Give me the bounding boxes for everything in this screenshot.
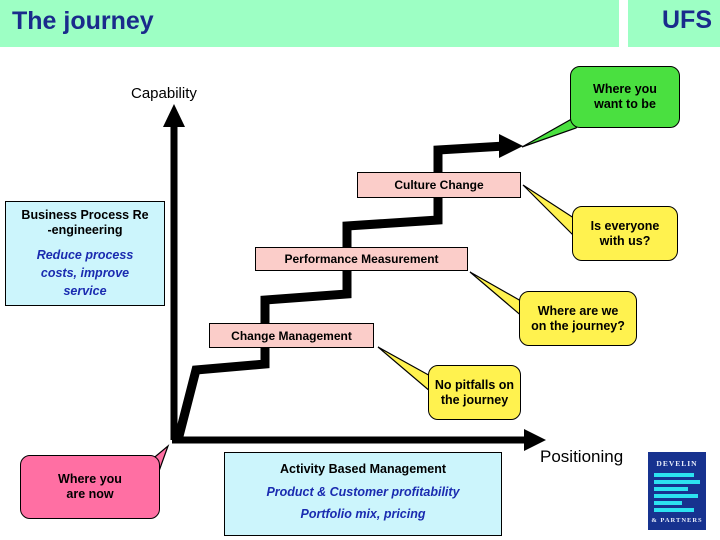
info-box-title: Business Process Re -engineering xyxy=(21,208,148,238)
callout-tail-no-pitfalls xyxy=(377,346,435,394)
info-box-title: Activity Based Management xyxy=(279,461,447,476)
brand-box xyxy=(628,0,720,47)
info-box-business-process-reengineering[interactable]: Business Process Re -engineering Reduce … xyxy=(5,201,165,306)
step-box-change-management[interactable]: Change Management xyxy=(209,323,374,348)
page-title: The journey xyxy=(12,7,154,35)
callout-line-2: are now xyxy=(66,487,114,501)
info-sub-line-1: Reduce process xyxy=(36,247,134,262)
callout-line-2: want to be xyxy=(594,97,656,111)
callout-is-everyone-with-us[interactable]: Is everyone with us? xyxy=(572,206,678,261)
info-sub-line-2: Portfolio mix, pricing xyxy=(300,506,426,521)
logo-bottom-word: & PARTNERS xyxy=(651,517,703,524)
develin-partners-logo: DEVELIN & PARTNERS xyxy=(648,452,706,530)
callout-where-you-want-to-be[interactable]: Where you want to be xyxy=(570,66,680,128)
y-axis-label: Capability xyxy=(131,85,197,102)
step-label: Culture Change xyxy=(394,178,484,192)
info-box-subtitle: Reduce process costs, improve service xyxy=(37,246,134,300)
brand-label: UFS xyxy=(662,6,712,34)
callout-where-you-are-now[interactable]: Where you are now xyxy=(20,455,160,519)
logo-top-word: DEVELIN xyxy=(656,459,698,468)
info-sub-line-1: Product & Customer profitability xyxy=(266,484,460,499)
info-title-line-2: -engineering xyxy=(47,222,123,237)
x-axis-label: Positioning xyxy=(540,447,624,466)
header-bar xyxy=(0,0,619,47)
callout-line-1: Where you xyxy=(58,472,122,486)
callout-line-1: Where are we xyxy=(537,303,619,318)
callout-line-2: on the journey? xyxy=(531,318,625,333)
x-axis xyxy=(172,429,546,451)
info-title-line-1: Business Process Re xyxy=(21,207,149,222)
info-box-activity-based-management[interactable]: Activity Based Management Product & Cust… xyxy=(224,452,502,536)
callout-no-pitfalls-on-the-journey[interactable]: No pitfalls on the journey xyxy=(428,365,521,420)
step-label: Performance Measurement xyxy=(284,252,439,266)
step-box-culture-change[interactable]: Culture Change xyxy=(357,172,521,198)
info-sub-line-2: costs, improve xyxy=(40,265,130,280)
callout-line-1: Where you xyxy=(593,82,657,96)
callout-line-2: with us? xyxy=(599,233,651,248)
step-label: Change Management xyxy=(231,328,352,343)
step-box-performance-measurement[interactable]: Performance Measurement xyxy=(255,247,468,271)
y-axis xyxy=(163,104,185,440)
callout-line-1: Is everyone xyxy=(590,218,660,233)
callout-line-2: the journey xyxy=(440,392,509,407)
callout-line-1: No pitfalls on xyxy=(434,377,515,392)
info-sub-line-3: service xyxy=(63,283,107,298)
callout-where-are-we-on-the-journey[interactable]: Where are we on the journey? xyxy=(519,291,637,346)
